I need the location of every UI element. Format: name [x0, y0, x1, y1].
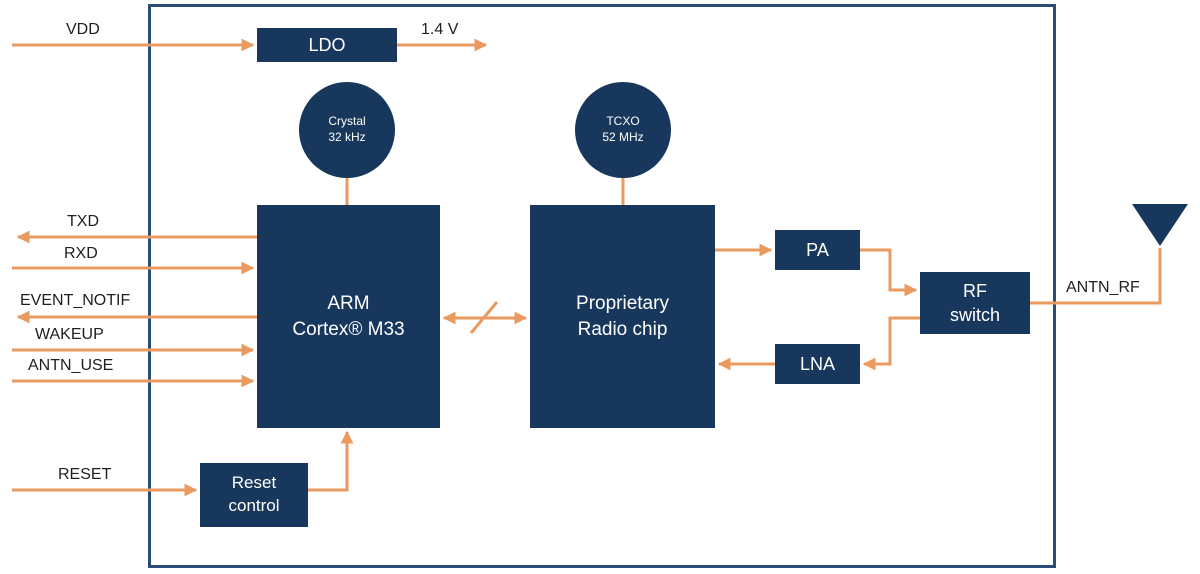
- block-label: Radio chip: [577, 318, 668, 340]
- block-label: LDO: [308, 34, 346, 55]
- rxd-label: RXD: [64, 245, 98, 262]
- ldo-output-label: 1.4 V: [421, 21, 459, 38]
- block-label: Cortex® M33: [292, 318, 405, 340]
- block-label: switch: [949, 305, 1000, 325]
- radio-chip-block: Proprietary Radio chip: [530, 205, 715, 428]
- antn-rf-label: ANTN_RF: [1066, 279, 1140, 296]
- antn-rf-wire: [1030, 248, 1162, 305]
- reset-control-block: Reset control: [200, 463, 308, 527]
- block-label: LNA: [799, 353, 835, 374]
- lna-block: LNA: [775, 344, 860, 384]
- antn-use-label: ANTN_USE: [28, 357, 114, 374]
- tcxo-oscillator: TCXO 52 MHz: [575, 82, 671, 178]
- mcu-block: ARM Cortex® M33: [257, 205, 440, 428]
- block-label: ARM: [327, 292, 370, 314]
- vdd-label: VDD: [66, 21, 100, 38]
- bus-slash: [469, 301, 499, 334]
- block-label: Reset: [231, 473, 277, 493]
- txd-label: TXD: [67, 213, 99, 230]
- antenna-icon: [1132, 204, 1188, 246]
- rfswitch-lna-wire: [862, 316, 920, 371]
- pa-block: PA: [775, 230, 860, 270]
- block-label: RF: [963, 280, 987, 301]
- block-label: Proprietary: [576, 292, 669, 314]
- rf-switch-block: RF switch: [920, 272, 1030, 334]
- resetctl-mcu-wire: [308, 430, 354, 492]
- reset-label: RESET: [58, 466, 112, 483]
- block-label: control: [228, 496, 280, 515]
- crystal-oscillator: Crystal 32 kHz: [299, 82, 395, 178]
- block-label: TCXO: [606, 114, 640, 129]
- block-label: 32 kHz: [328, 130, 366, 144]
- block-label: Crystal: [328, 114, 366, 129]
- ldo-block: LDO: [257, 28, 397, 62]
- wakeup-label: WAKEUP: [35, 326, 104, 343]
- pa-rfswitch-wire: [860, 248, 918, 297]
- event-notif-label: EVENT_NOTIF: [20, 292, 131, 309]
- module-boundary: [148, 4, 1056, 568]
- block-label: 52 MHz: [602, 130, 644, 144]
- block-label: PA: [806, 239, 829, 260]
